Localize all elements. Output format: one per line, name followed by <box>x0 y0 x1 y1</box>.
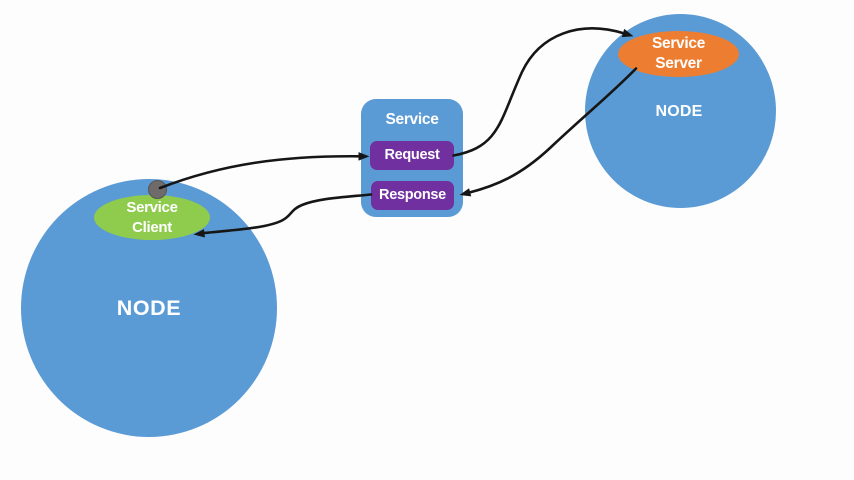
request-box: Request <box>370 141 454 170</box>
service-server-label-line1: Service <box>651 34 706 52</box>
arrow-client-to-request <box>158 154 362 190</box>
service-client-port-dot <box>148 180 167 199</box>
left-node-label: NODE <box>116 296 182 320</box>
response-label: Response <box>379 186 446 203</box>
service-server-oval: Service Server <box>618 31 739 77</box>
service-box-title: Service <box>385 111 439 128</box>
response-box: Response <box>371 181 454 210</box>
service-client-oval: Service Client <box>94 195 210 240</box>
service-server-label-line2: Server <box>655 55 702 72</box>
right-node-label: NODE <box>655 102 703 120</box>
request-label: Request <box>384 146 440 163</box>
service-client-label-line2: Client <box>132 218 172 236</box>
service-client-label-line1: Service <box>126 199 178 216</box>
